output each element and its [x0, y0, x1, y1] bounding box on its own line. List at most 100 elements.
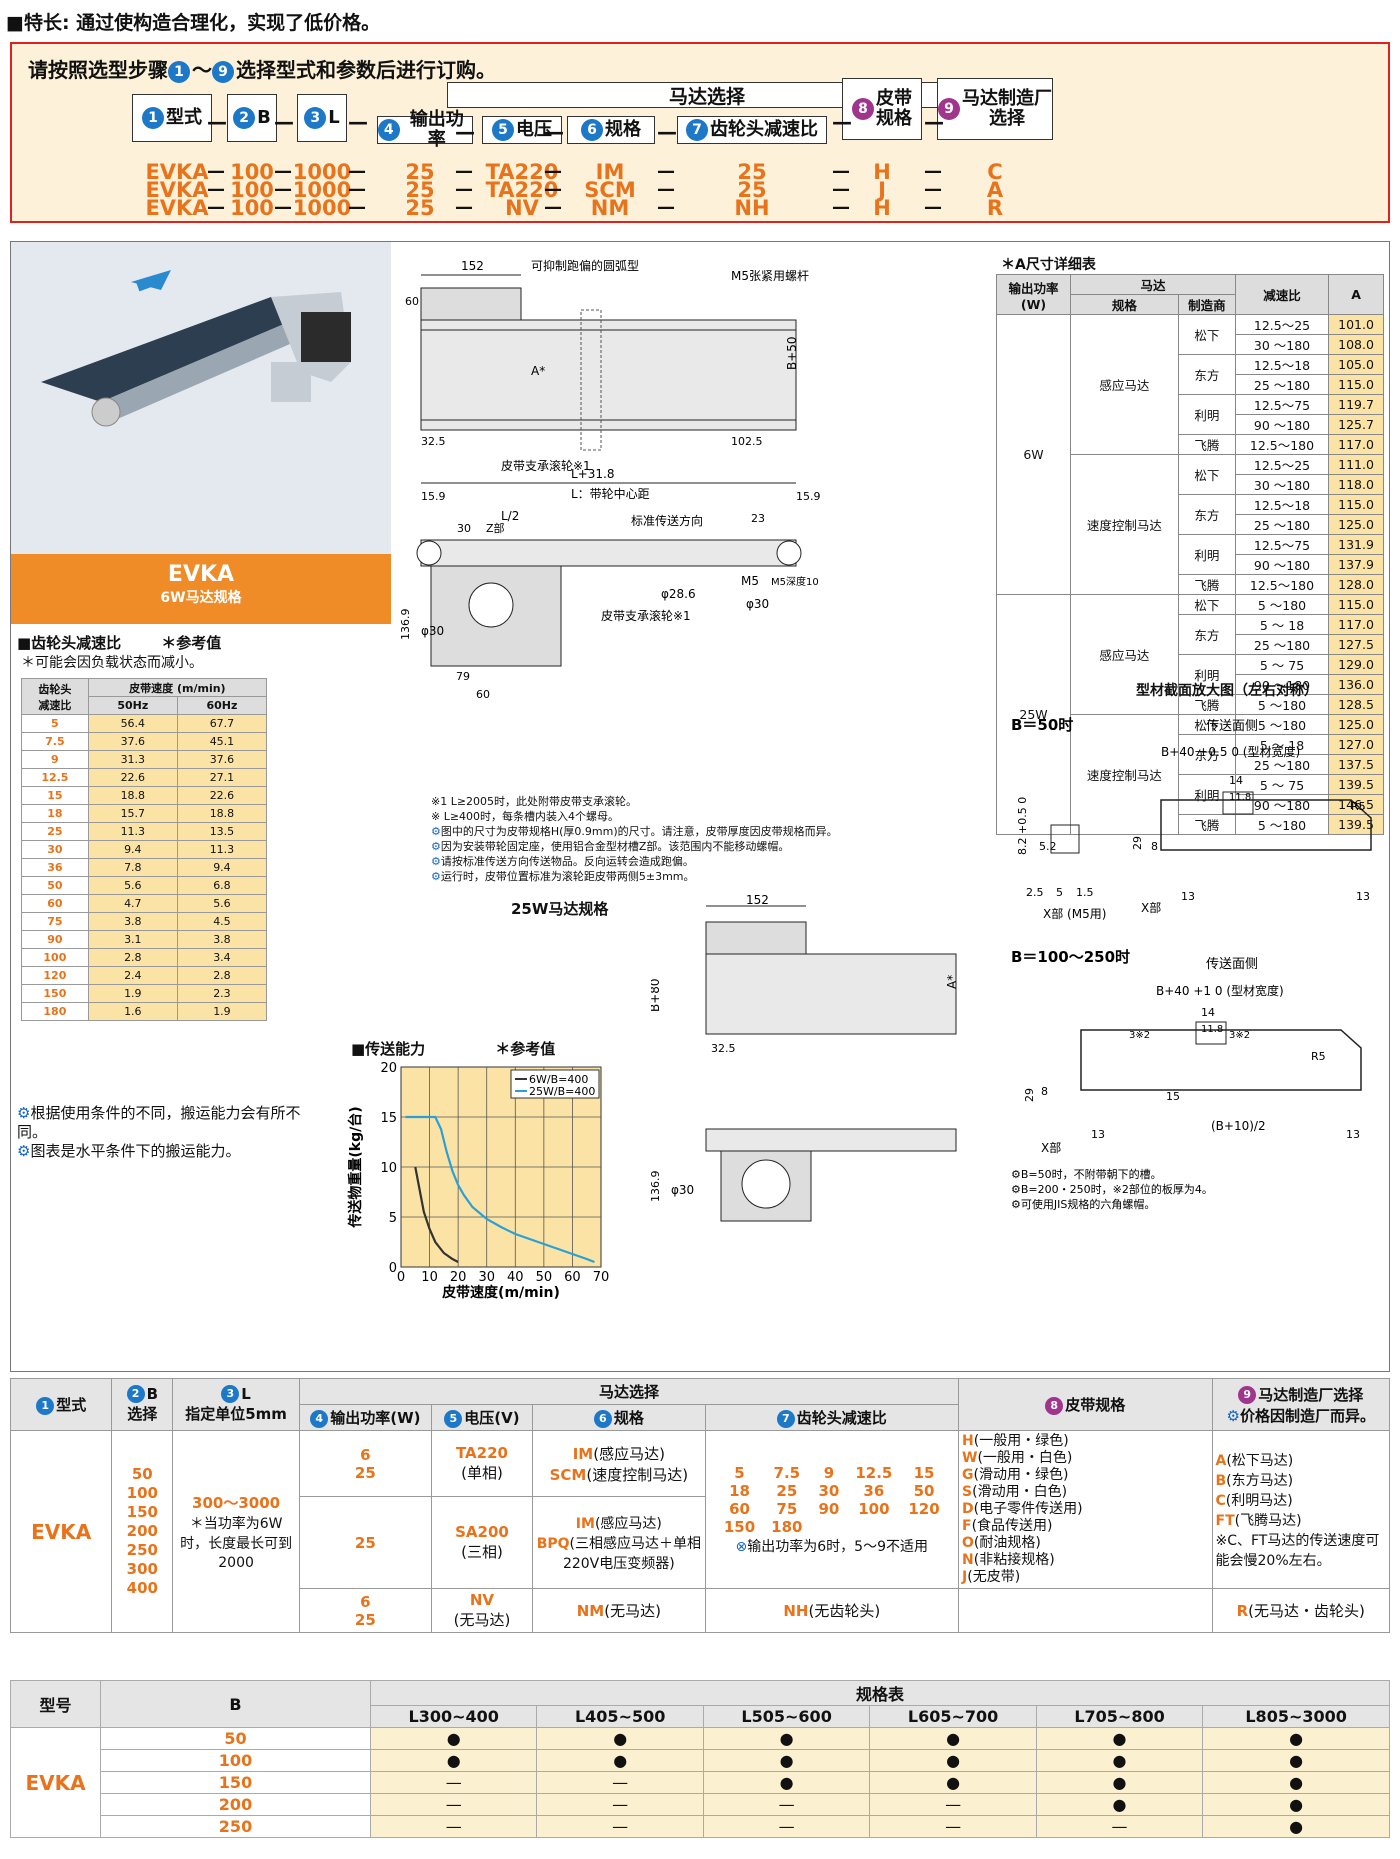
- gear-ratio-option: 150: [723, 1517, 756, 1536]
- dimension-label: B+50: [785, 336, 799, 370]
- gear-ratio-option: 75: [776, 1499, 798, 1518]
- dimension-label: B+40 +0.5 0 (型材宽度): [1161, 744, 1300, 759]
- gear-ratio-option: 50: [913, 1481, 935, 1500]
- dimension-label: 152: [746, 894, 769, 907]
- top-view-25w: [705, 953, 957, 1035]
- step-separator: —: [207, 110, 227, 134]
- order-example-separator: —: [207, 197, 225, 218]
- order-example-value: 100: [230, 160, 274, 184]
- dimension-label: A*: [945, 975, 959, 989]
- product-subtitle: 6W马达规格: [160, 590, 242, 606]
- y-tick-label: 5: [389, 1211, 397, 1226]
- dimension-label: 13: [1346, 1128, 1360, 1141]
- dimension-label: 8.2 +0.5 0: [1016, 797, 1029, 855]
- order-example-separator: —: [207, 179, 225, 200]
- gear-ratio-option: [847, 1518, 900, 1536]
- dimension-label: φ28.6: [661, 587, 696, 601]
- dimension-label: 皮带支承滚轮※1: [601, 608, 691, 623]
- x-tick-label: 70: [593, 1270, 610, 1285]
- y-tick-label: 20: [380, 1061, 397, 1076]
- dimension-label: 152: [461, 259, 484, 273]
- order-example-separator: —: [924, 179, 942, 200]
- drawing-note: ⚙请按标准传送方向传送物品。反向运转会造成跑偏。: [431, 855, 694, 868]
- order-example-value: SCM: [584, 178, 636, 202]
- spec-head-title: 规格表: [370, 1680, 1390, 1706]
- order-example-value: NH: [734, 196, 770, 220]
- top-view-frame: [420, 319, 797, 431]
- capacity-title: ■传送能力＊参考值: [351, 1040, 556, 1058]
- dimension-label: 29: [1131, 836, 1144, 850]
- order-example-value: TA220: [485, 178, 559, 202]
- order-example-value: 25: [737, 160, 767, 184]
- order-example-value: 25: [405, 196, 435, 220]
- x-tick-label: 10: [421, 1270, 438, 1285]
- order-example-value: 1000: [292, 178, 352, 202]
- feature-title: ■特长: 通过使构造合理化，实现了低价格。: [6, 12, 381, 34]
- dimension-label: M5: [741, 574, 759, 588]
- order-example-separator: —: [832, 179, 850, 200]
- dimension-label: 32.5: [711, 1042, 736, 1055]
- drawing-note: ⚙运行时，皮带位置标准为滚轮距皮带两侧5±3mm。: [431, 870, 695, 883]
- gear-ratio-option: 30: [818, 1481, 840, 1500]
- dimension-label: φ30: [746, 597, 769, 611]
- spec-col-header: L605~700: [869, 1705, 1037, 1728]
- side-view-25w: [705, 1128, 957, 1152]
- profile-drawing: B＝50时传送面侧B+40 +0.5 0 (型材宽度)1411.88.2 +0.…: [1011, 716, 1372, 1211]
- x-tick-label: 50: [536, 1270, 553, 1285]
- order-example-value: 25: [405, 178, 435, 202]
- gear-ratio-option: 25: [776, 1481, 798, 1500]
- drawing-note: ※1 L≥2005时，此处附带皮带支承滚轮。: [431, 795, 638, 808]
- dimension-label: 15.9: [421, 490, 446, 503]
- x-tick-label: 30: [478, 1270, 495, 1285]
- order-example-separator: —: [455, 197, 473, 218]
- motor-circle-25w: [741, 1159, 791, 1209]
- order-example-value: H: [873, 160, 891, 184]
- x-tick-label: 0: [397, 1270, 405, 1285]
- a-head-a: A: [1328, 274, 1384, 315]
- dimension-label: (B+10)/2: [1211, 1119, 1266, 1133]
- order-example-separator: —: [274, 161, 292, 182]
- dimension-label: 8: [1151, 840, 1158, 853]
- x-tick-label: 40: [507, 1270, 524, 1285]
- gear-ratio-option: 90: [818, 1499, 840, 1518]
- series-line-1: [414, 1166, 459, 1263]
- dimension-label: 102.5: [731, 435, 763, 448]
- order-example-value: J: [878, 178, 886, 202]
- dimension-label: 皮带支承滚轮※1: [501, 458, 591, 473]
- dimension-label: 11.8: [1229, 792, 1251, 803]
- product-photo: [11, 242, 391, 554]
- dimension-label: 15: [1166, 1090, 1180, 1103]
- spec-col-header: L805~3000: [1202, 1705, 1390, 1728]
- dimension-label: M5深度10: [771, 575, 819, 588]
- order-example-value: 1000: [292, 160, 352, 184]
- gear-ratio-option: 120: [908, 1499, 940, 1518]
- dimension-drawing-6w: 152B+8060可抑制跑偏的圆弧型M5张紧用螺杆A*B+5032.5102.5…: [401, 258, 821, 701]
- order-example-separator: —: [832, 197, 850, 218]
- dimension-label: 136.9: [651, 1171, 662, 1203]
- y-axis-label: 传送物重量(kg/台): [347, 1106, 364, 1228]
- spec-col-header: L505~600: [702, 1705, 871, 1728]
- dimension-label: X部: [1141, 900, 1161, 915]
- a-head-spec: 规格: [1070, 294, 1179, 315]
- dimension-label: ⚙B=50时，不附带朝下的槽。: [1011, 1167, 1162, 1181]
- gear-head-speed: 皮带速度 (m/min): [87, 678, 268, 697]
